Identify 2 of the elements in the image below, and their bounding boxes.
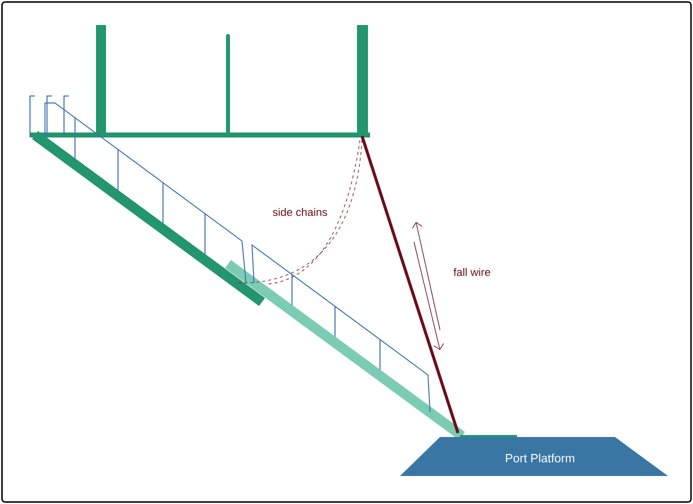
text-label: side chains xyxy=(272,208,328,216)
text-label: fall wire xyxy=(454,268,490,276)
